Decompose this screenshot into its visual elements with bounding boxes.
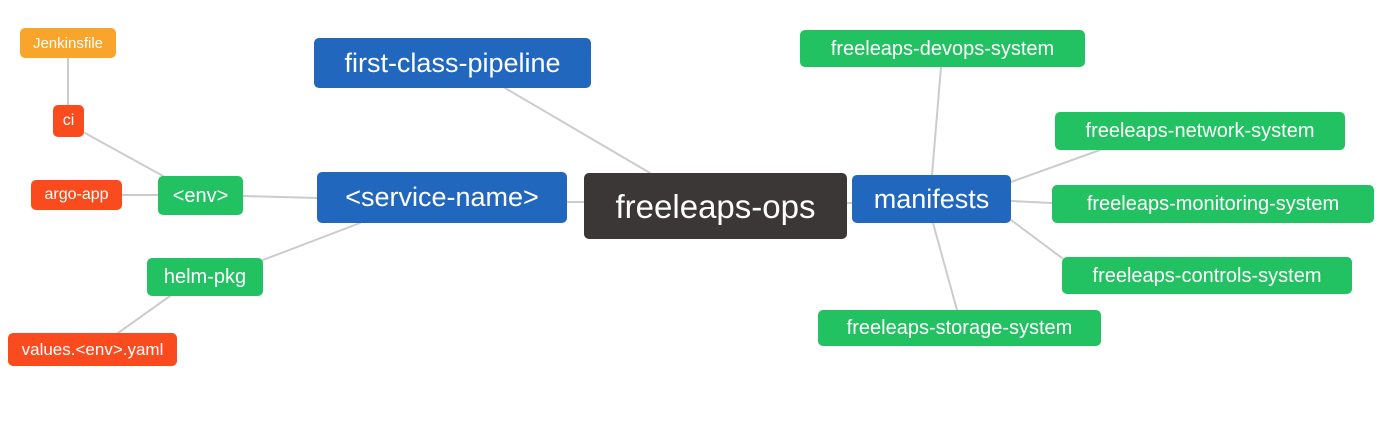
edge-manifests-freeleaps-devops-system [931,66,942,176]
node-label: helm-pkg [163,266,247,288]
edge-manifests-freeleaps-storage-system [932,222,958,311]
node-freeleaps-ops[interactable]: freeleaps-ops [584,173,847,239]
node-env[interactable]: <env> [158,176,243,215]
edge-first-class-pipeline-freeleaps-ops [504,87,651,174]
edge-manifests-freeleaps-network-system [1010,149,1101,183]
node-manifests[interactable]: manifests [852,175,1011,223]
node-first-class-pipeline[interactable]: first-class-pipeline [314,38,591,88]
node-label: freeleaps-network-system [1085,120,1315,142]
node-label: Jenkinsfile [32,34,104,52]
edge-manifests-freeleaps-controls-system [1010,219,1063,259]
node-values-env-yaml[interactable]: values.<env>.yaml [8,333,177,366]
edge-service-name-helm-pkg [262,222,361,261]
node-label: freeleaps-storage-system [846,317,1073,339]
node-helm-pkg[interactable]: helm-pkg [147,258,263,296]
node-freeleaps-network-system[interactable]: freeleaps-network-system [1055,112,1345,150]
node-label: argo-app [44,186,109,203]
node-label: first-class-pipeline [344,47,561,78]
node-freeleaps-monitoring-system[interactable]: freeleaps-monitoring-system [1052,185,1374,223]
node-ci[interactable]: ci [53,105,84,137]
edge-ci-env [84,132,164,177]
node-label: freeleaps-monitoring-system [1086,193,1340,215]
node-freeleaps-devops-system[interactable]: freeleaps-devops-system [800,30,1085,67]
node-jenkinsfile[interactable]: Jenkinsfile [20,28,116,58]
node-label: ci [62,112,75,129]
edge-env-service-name [242,195,318,199]
node-freeleaps-controls-system[interactable]: freeleaps-controls-system [1062,257,1352,294]
node-label: freeleaps-devops-system [830,37,1055,60]
node-label: freeleaps-controls-system [1092,264,1322,287]
node-label: <env> [172,184,229,207]
node-service-name[interactable]: <service-name> [317,172,567,223]
edge-helm-pkg-values-env-yaml [117,295,171,334]
node-label: manifests [873,183,990,214]
node-label: freeleaps-ops [615,187,816,225]
edge-manifests-freeleaps-monitoring-system [1010,200,1053,204]
node-argo-app[interactable]: argo-app [31,180,122,210]
node-freeleaps-storage-system[interactable]: freeleaps-storage-system [818,310,1101,346]
node-label: values.<env>.yaml [21,340,164,359]
node-label: <service-name> [345,182,539,212]
